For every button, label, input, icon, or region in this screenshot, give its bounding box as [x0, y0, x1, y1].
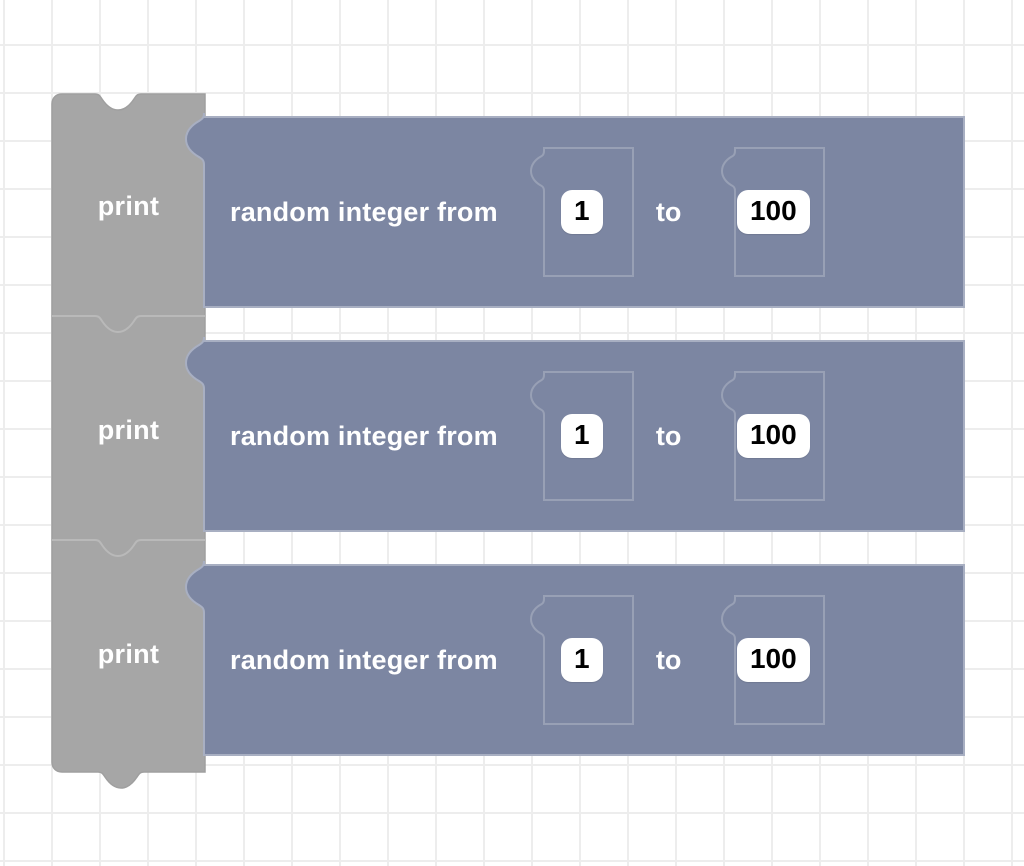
stack-seam-1 — [52, 315, 205, 334]
random-integer-reporter-2[interactable]: random integer from 1 to 100 — [184, 336, 965, 532]
reporter-shape-2[interactable] — [184, 336, 965, 532]
reporter-shape-1[interactable] — [184, 112, 965, 308]
reporter-shape-3[interactable] — [184, 560, 965, 756]
print-block-stack[interactable]: print print print — [51, 93, 206, 789]
print-stack-shape[interactable] — [51, 93, 206, 789]
random-integer-reporter-3[interactable]: random integer from 1 to 100 — [184, 560, 965, 756]
stack-seam-2 — [52, 539, 205, 558]
random-integer-reporter-1[interactable]: random integer from 1 to 100 — [184, 112, 965, 308]
